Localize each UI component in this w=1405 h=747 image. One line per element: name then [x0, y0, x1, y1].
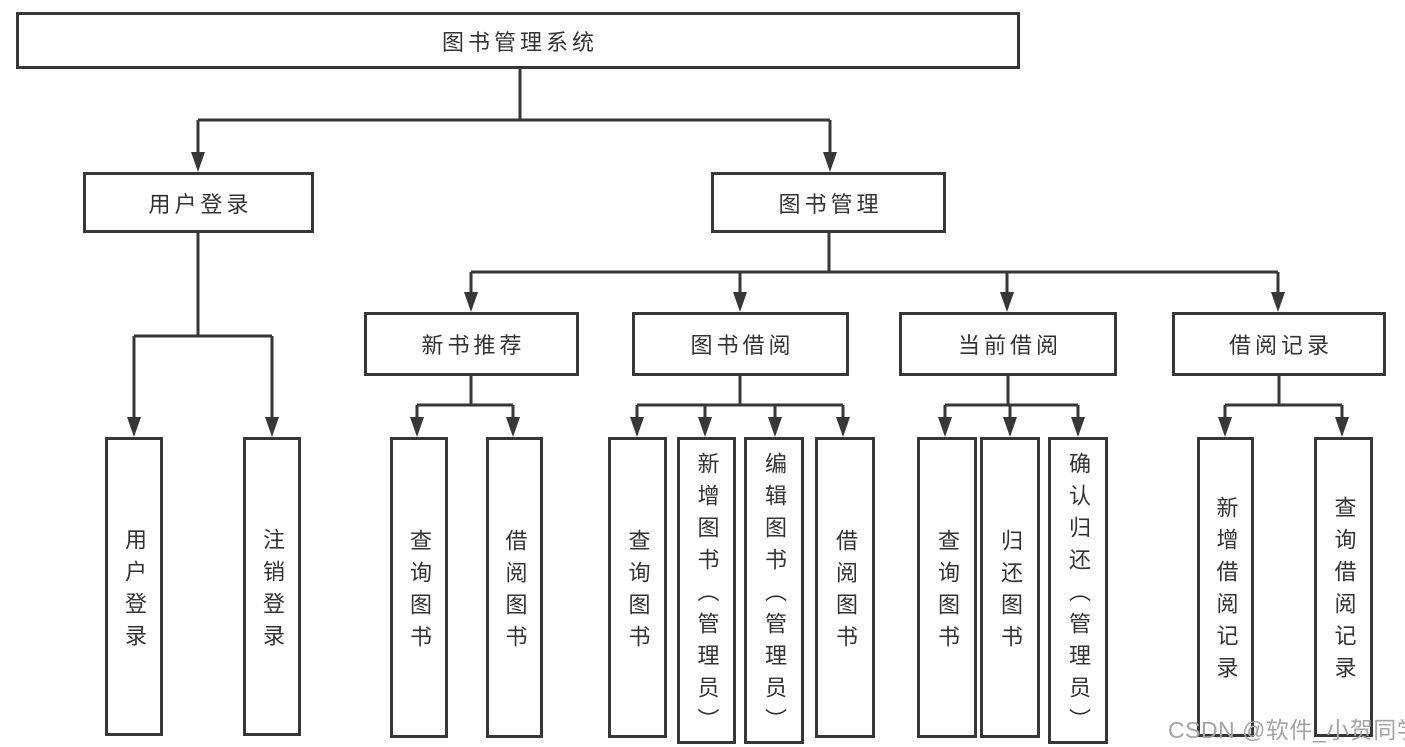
- leaf-add-books-admin: 新增图书（管理员）: [677, 437, 736, 744]
- leaf-borrow-books-2: 借阅图书: [815, 437, 875, 738]
- arrowhead-icon: [265, 417, 279, 437]
- node-root-system-label: 图书管理系统: [441, 29, 598, 55]
- node-current-borrow-label: 当前借阅: [957, 333, 1062, 358]
- arrowhead-icon: [1218, 417, 1232, 437]
- arrowhead-icon: [836, 417, 850, 437]
- csdn-watermark: CSDN @软件_小贺同学: [1168, 717, 1405, 743]
- arrowhead-icon: [506, 417, 520, 437]
- leaf-query-books-2: 查询图书: [608, 437, 667, 738]
- node-user-login: 用户登录: [83, 172, 314, 233]
- arrowhead-icon: [1000, 292, 1014, 312]
- node-new-book-recommend-label: 新书推荐: [421, 333, 526, 358]
- arrowhead-icon: [1335, 417, 1349, 437]
- node-book-borrow: 图书借阅: [632, 312, 849, 376]
- node-borrow-records: 借阅记录: [1172, 312, 1386, 376]
- arrowhead-icon: [127, 417, 141, 437]
- leaf-query-books-1: 查询图书: [390, 437, 448, 738]
- node-current-borrow: 当前借阅: [899, 312, 1117, 376]
- leaf-query-borrow-record-label: 查询借阅记录: [1331, 496, 1357, 688]
- arrowhead-icon: [464, 292, 478, 312]
- arrowhead-icon: [191, 152, 205, 172]
- arrowhead-icon: [733, 292, 747, 312]
- node-user-login-label: 用户登录: [148, 191, 253, 217]
- node-root-system: 图书管理系统: [16, 12, 1020, 69]
- arrowhead-icon: [630, 417, 644, 437]
- leaf-user-login-label: 用户登录: [122, 527, 147, 656]
- node-borrow-records-label: 借阅记录: [1228, 333, 1333, 358]
- leaf-edit-books-admin-label: 编辑图书（管理员）: [762, 451, 787, 740]
- leaf-query-books-2-label: 查询图书: [625, 528, 651, 657]
- leaf-borrow-books-2-label: 借阅图书: [833, 528, 858, 657]
- leaf-add-borrow-record-label: 新增借阅记录: [1213, 496, 1239, 688]
- arrowhead-icon: [410, 417, 424, 437]
- leaf-logout: 注销登录: [243, 437, 301, 736]
- node-new-book-recommend: 新书推荐: [364, 312, 579, 376]
- arrowhead-icon: [1003, 417, 1017, 437]
- leaf-query-borrow-record: 查询借阅记录: [1314, 437, 1373, 737]
- node-book-management: 图书管理: [711, 172, 946, 233]
- arrowhead-icon: [1071, 417, 1085, 437]
- leaf-query-books-3: 查询图书: [917, 437, 977, 738]
- leaf-borrow-books-1-label: 借阅图书: [502, 528, 528, 657]
- leaf-confirm-return-admin: 确认归还（管理员）: [1048, 437, 1108, 744]
- leaf-add-borrow-record: 新增借阅记录: [1197, 437, 1254, 737]
- leaf-user-login: 用户登录: [105, 437, 163, 736]
- leaf-query-books-1-label: 查询图书: [407, 528, 432, 657]
- leaf-add-books-admin-label: 新增图书（管理员）: [694, 451, 720, 740]
- leaf-confirm-return-admin-label: 确认归还（管理员）: [1066, 451, 1091, 740]
- leaf-borrow-books-1: 借阅图书: [486, 437, 543, 738]
- arrowhead-icon: [1271, 292, 1285, 312]
- leaf-query-books-3-label: 查询图书: [935, 528, 960, 657]
- leaf-edit-books-admin: 编辑图书（管理员）: [744, 437, 804, 744]
- arrowhead-icon: [938, 417, 952, 437]
- leaf-logout-label: 注销登录: [260, 527, 285, 656]
- node-book-borrow-label: 图书借阅: [690, 333, 795, 358]
- arrowhead-icon: [768, 417, 782, 437]
- leaf-return-books: 归还图书: [980, 437, 1040, 738]
- arrowhead-icon: [823, 152, 837, 172]
- arrowhead-icon: [698, 417, 712, 437]
- node-book-management-label: 图书管理: [778, 191, 883, 217]
- leaf-return-books-label: 归还图书: [998, 528, 1023, 657]
